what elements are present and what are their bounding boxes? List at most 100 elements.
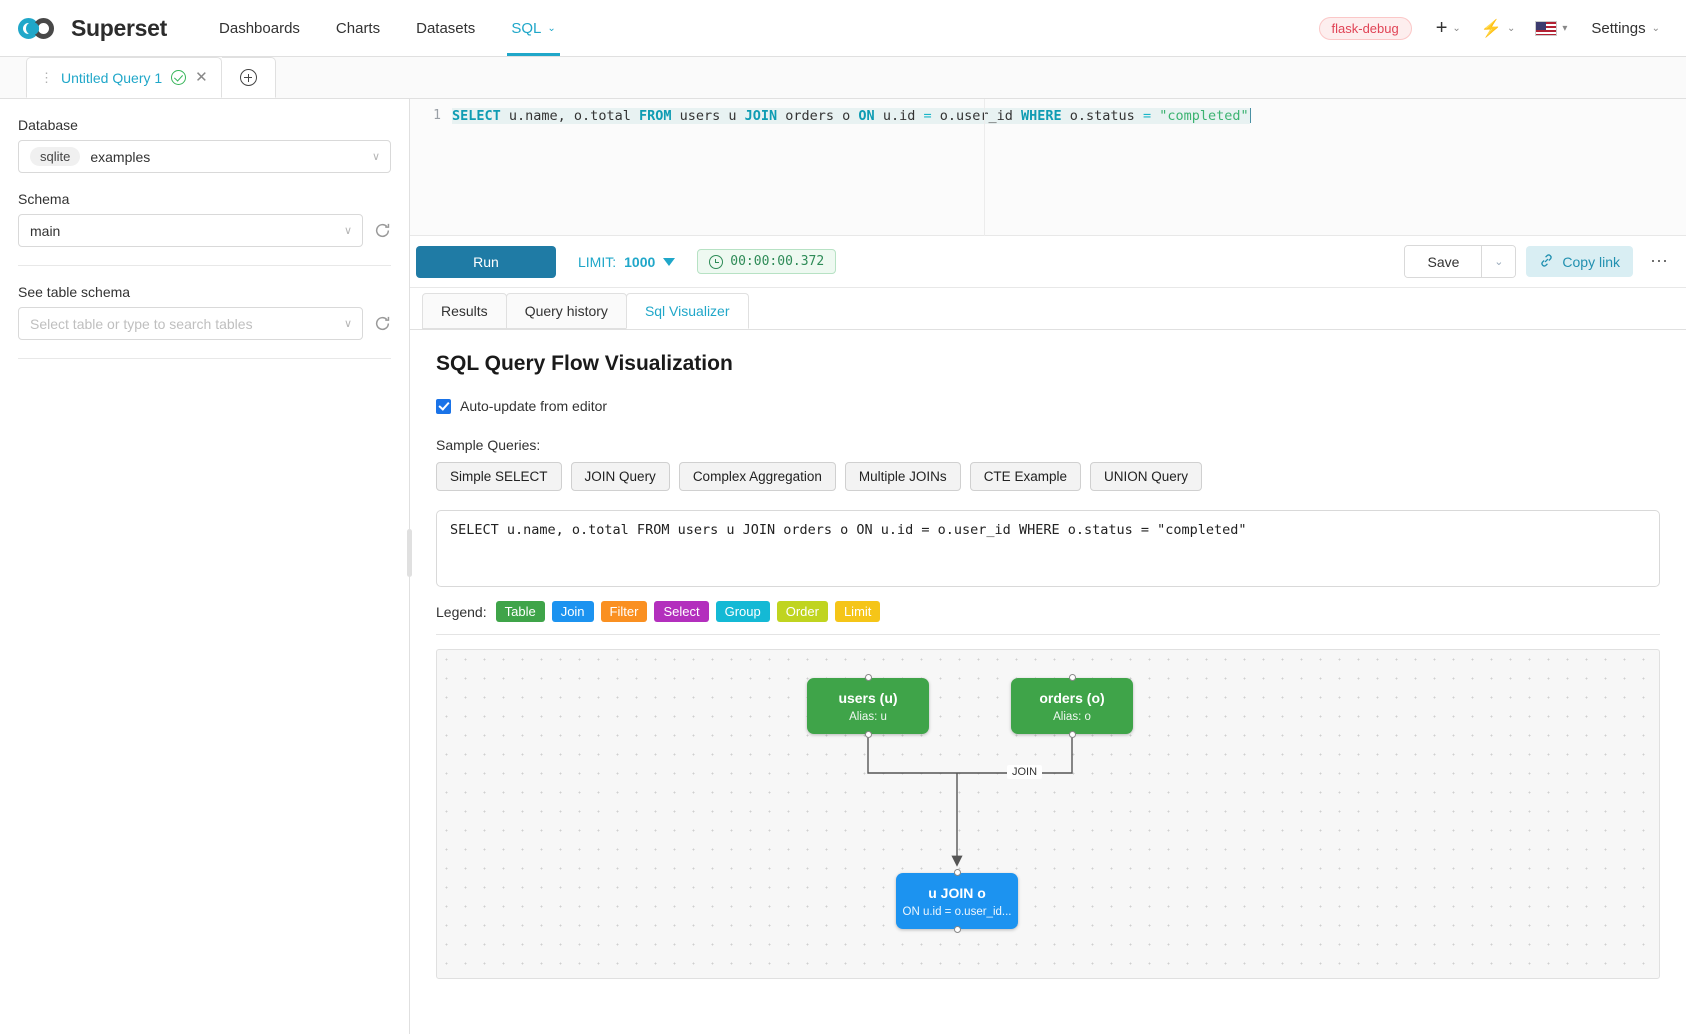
sample-button-complex-aggregation[interactable]: Complex Aggregation [678,462,836,491]
check-circle-icon [171,70,187,85]
superset-logo-icon [18,15,62,41]
node-orders-subtitle: Alias: o [1053,710,1091,723]
workspace: Database sqlite examples ∨ Schema main ∨ [0,99,1686,1034]
result-tabs: Results Query history Sql Visualizer [410,288,1686,330]
save-button-group: Save ⌄ [1404,245,1517,278]
auto-update-row: Auto-update from editor [436,398,1660,414]
sample-button-simple-select[interactable]: Simple SELECT [436,462,562,491]
sidebar-divider-2 [18,358,391,359]
port-bottom [1068,731,1076,738]
run-button[interactable]: Run [416,245,556,278]
schema-select[interactable]: main ∨ [18,214,363,247]
link-icon [1539,253,1554,271]
left-sidebar: Database sqlite examples ∨ Schema main ∨ [0,99,412,1034]
auto-update-checkbox[interactable] [436,398,451,414]
sidebar-divider [18,265,391,266]
settings-menu[interactable]: Settings ⌄ [1579,14,1666,43]
right-pane: 1 SELECT u.name, o.total FROM users u JO… [410,99,1686,1034]
node-join[interactable]: u JOIN o ON u.id = o.user_id... [896,869,1018,933]
nav-item-datasets[interactable]: Datasets [398,0,493,56]
brand-logo-group[interactable]: Superset [18,15,167,42]
tab-results-label: Results [441,303,488,319]
top-navbar: Superset Dashboards Charts Datasets SQL … [0,0,1686,57]
sample-queries-row: Simple SELECT JOIN Query Complex Aggrega… [436,462,1660,491]
chevron-down-icon: ⌄ [1506,22,1516,34]
sample-button-multiple-joins[interactable]: Multiple JOINs [844,462,961,491]
editor-column-guide [984,99,986,236]
sample-button-union-query[interactable]: UNION Query [1089,462,1202,491]
database-label: Database [18,117,78,133]
tab-sql-visualizer[interactable]: Sql Visualizer [625,293,749,329]
limit-value: 1000 [624,253,656,270]
chevron-down-icon: ⌄ [1452,22,1461,34]
tab-query-history-label: Query history [524,303,608,319]
query-tab-untitled-query-1[interactable]: ⋮ Untitled Query 1 ✕ [26,57,222,98]
tab-query-history[interactable]: Query history [505,293,627,329]
editor-gutter: 1 [410,99,448,235]
query-timer-value: 00:00:00.372 [730,254,825,269]
bolt-menu-button[interactable]: ⚡ ⌄ [1473,14,1524,43]
save-button[interactable]: Save [1405,246,1482,277]
legend-divider [436,634,1660,635]
add-query-tab-button[interactable] [221,57,276,98]
drag-handle-icon[interactable]: ⋮ [40,70,53,85]
query-timer: 00:00:00.372 [697,249,837,274]
sample-queries-label: Sample Queries: [436,437,541,453]
query-flow-canvas[interactable]: users (u) Alias: u orders (o) Alias: o u… [436,649,1660,979]
nav-links: Dashboards Charts Datasets SQL ⌄ [201,0,574,56]
sidebar-resize-handle[interactable] [407,529,412,577]
refresh-tables-icon[interactable] [374,315,391,332]
refresh-schema-icon[interactable] [374,222,391,239]
new-item-button[interactable]: + ⌄ [1428,12,1469,44]
tab-sql-visualizer-label: Sql Visualizer [644,303,730,319]
chevron-down-icon [663,257,676,266]
flask-debug-badge: flask-debug [1318,16,1412,40]
node-orders[interactable]: orders (o) Alias: o [1011,674,1133,738]
node-join-subtitle: ON u.id = o.user_id... [902,905,1012,918]
chevron-down-icon: ⌄ [1651,22,1660,34]
port-top [953,869,961,876]
copy-link-button[interactable]: Copy link [1526,246,1633,277]
sql-visualizer-panel: SQL Query Flow Visualization Auto-update… [410,330,1686,1034]
sample-button-join-query[interactable]: JOIN Query [570,462,670,491]
nav-item-datasets-label: Datasets [416,19,476,37]
node-users-title: users (u) [838,689,898,706]
navbar-right-group: flask-debug + ⌄ ⚡ ⌄ ▾ Settings ⌄ [1318,12,1666,44]
language-selector[interactable]: ▾ [1527,15,1575,42]
port-bottom [864,731,872,738]
limit-dropdown[interactable]: LIMIT: 1000 [578,253,676,270]
copy-link-label: Copy link [1562,253,1620,270]
save-dropdown-button[interactable]: ⌄ [1481,246,1516,277]
port-top [864,674,872,681]
table-search-select[interactable]: Select table or type to search tables ∨ [18,307,363,340]
node-orders-title: orders (o) [1039,689,1105,706]
chevron-down-icon: ∨ [371,151,380,163]
port-bottom [953,926,961,933]
tab-results[interactable]: Results [422,293,507,329]
more-options-icon[interactable]: ⋯ [1650,251,1669,271]
node-users-subtitle: Alias: u [849,710,887,723]
line-number: 1 [433,108,441,123]
node-join-title: u JOIN o [928,884,986,901]
legend-chip-group: Group [715,601,770,622]
editor-code-area[interactable]: SELECT u.name, o.total FROM users u JOIN… [448,99,1686,235]
nav-item-sql[interactable]: SQL ⌄ [493,0,573,56]
us-flag-icon [1535,20,1558,36]
clock-icon [709,254,724,269]
node-users[interactable]: users (u) Alias: u [807,674,929,738]
table-schema-field-group: See table schema Select table or type to… [18,284,391,340]
toolbar-right-group: Save ⌄ Copy link ⋯ [1404,245,1676,278]
sql-input-textarea[interactable] [436,510,1660,587]
nav-item-dashboards[interactable]: Dashboards [201,0,318,56]
legend-chip-table: Table [495,601,545,622]
close-icon[interactable]: ✕ [195,69,208,86]
sample-button-cte-example[interactable]: CTE Example [969,462,1081,491]
database-select[interactable]: sqlite examples ∨ [18,140,391,173]
chevron-down-icon: ∨ [343,225,352,237]
nav-item-charts[interactable]: Charts [318,0,398,56]
chevron-down-icon: ∨ [343,318,352,330]
legend-chip-select: Select [654,601,709,622]
edge-label-join: JOIN [1007,765,1043,779]
sql-editor[interactable]: 1 SELECT u.name, o.total FROM users u JO… [410,99,1686,236]
legend-label: Legend: [436,603,487,620]
